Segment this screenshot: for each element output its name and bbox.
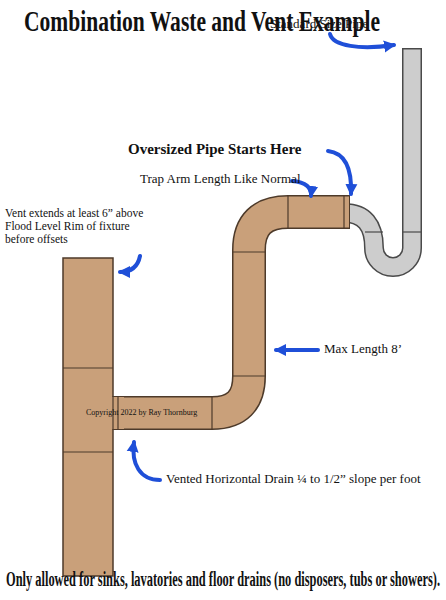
pipe-label: Trap Arm Length Like Normal [140, 172, 301, 187]
pipe-label: Oversized Pipe Starts Here [128, 141, 301, 158]
length-label: Max Length 8’ [324, 342, 402, 357]
copyright-note: Copyright 2022 by Ray Thornburg [86, 408, 197, 417]
pipe-label: Standard Size Pipe [270, 17, 368, 32]
standard-pipe [344, 48, 421, 267]
vent-note: Vent extends at least 6” above Flood Lev… [5, 207, 145, 247]
caption-note: Only allowed for sinks, lavatories and f… [6, 568, 440, 591]
slope-label: Vented Horizontal Drain ¼ to 1/2” slope … [166, 472, 421, 487]
oversized-pipe [63, 195, 350, 576]
